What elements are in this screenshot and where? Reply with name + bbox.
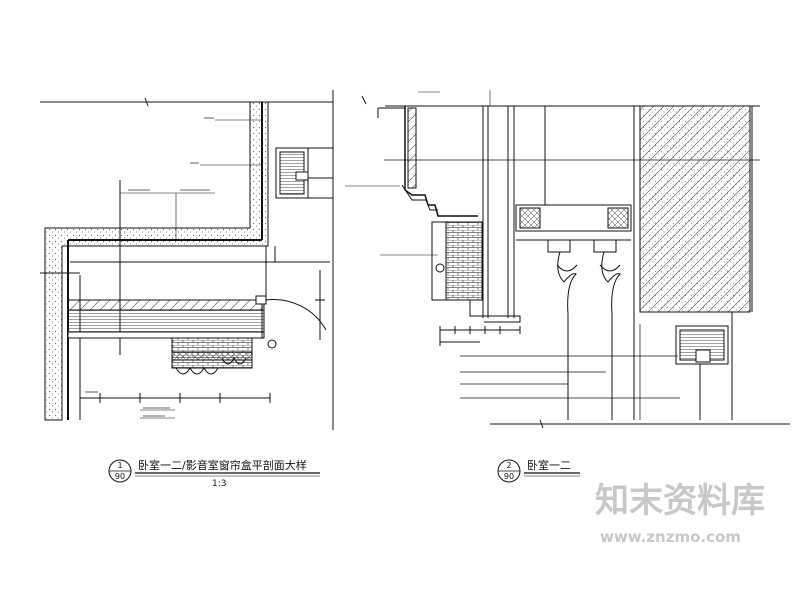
detail-2-sheet: 90 (504, 472, 514, 481)
detail-1-drawing (40, 90, 334, 430)
watermark-url: www.znzmo.com (600, 528, 741, 546)
detail-1-title-block: 1 90 卧室一二/影音室窗帘盒平剖面大样 1:3 (108, 458, 320, 489)
watermark-text: 知末资料库 (595, 481, 765, 521)
detail-2-title-block: 2 90 卧室一二 (497, 458, 580, 483)
detail-1-number: 1 (117, 461, 122, 470)
detail-2-drawing (345, 90, 790, 429)
detail-1-sheet: 90 (115, 472, 125, 481)
watermark: 知末资料库 www.znzmo.com (585, 432, 800, 600)
detail-1-annotations (85, 117, 214, 417)
detail-1-title: 卧室一二/影音室窗帘盒平剖面大样 (138, 458, 307, 472)
detail-2-title: 卧室一二 (527, 458, 571, 472)
detail-1-scale: 1:3 (212, 479, 226, 489)
detail-2-number: 2 (506, 461, 511, 470)
